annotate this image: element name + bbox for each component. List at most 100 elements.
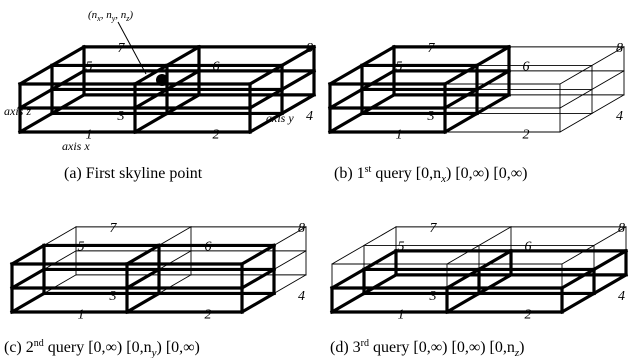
cell-number-4: 4 [616,109,623,124]
grid-edge [442,63,480,87]
cell-number-7: 7 [118,41,126,56]
grid-edge [164,44,202,68]
skyline-point-marker [156,74,168,86]
cell-number-5: 5 [398,240,405,255]
grid-edge [474,68,512,92]
grid-edge [363,226,397,247]
cell-number-6: 6 [205,240,212,255]
grid-edge [593,226,627,247]
cell-number-8: 8 [618,221,625,236]
panel-b-caption: (b) 1st query [0,nx) [0,∞) [0,∞) [334,164,527,185]
grid-edge [559,64,593,85]
panel-d-caption: (d) 3rd query [0,∞) [0,∞) [0,nz) [330,338,525,358]
grid-edge [49,68,87,92]
grid-edge [359,44,397,68]
grid-edge [476,272,514,296]
grid-edge [279,92,317,116]
cell-number-5: 5 [396,60,403,75]
cell-number-4: 4 [306,109,313,124]
grid-edge [591,272,629,296]
grid-edge [591,248,629,272]
grid-edge [327,87,365,111]
cell-number-7: 7 [428,41,436,56]
grid-edge [442,87,480,111]
grid-edge [359,92,397,116]
grid-edge [559,291,597,315]
grid-edge [561,244,595,265]
grid-edge [17,111,55,135]
grid-edge [9,243,47,267]
cell-number-3: 3 [109,289,117,304]
grid-edge [158,226,192,247]
grid-edge [124,291,162,315]
grid-edge [17,63,55,87]
grid-edge [9,291,47,315]
skyline-point-leader [117,21,147,75]
grid-edge [478,226,512,247]
panel-b: 1 2 3 4 5 6 7 8 (b) 1st query [0,nx) [0,∞) [0,∞… [327,41,625,185]
grid-edge [239,267,277,291]
grid-edge [158,250,192,271]
cell-number-2: 2 [523,128,530,143]
grid-edge [9,267,47,291]
panel-b-grid: 1 2 3 4 5 6 7 8 [327,41,625,143]
cell-number-5: 5 [78,240,85,255]
grid-edge [559,112,593,133]
grid-edge [273,226,307,247]
grid-edge [329,291,367,315]
cell-number-2: 2 [525,308,532,323]
cell-number-1: 1 [396,128,403,143]
grid-edge [361,248,399,272]
grid-edge [247,111,285,135]
axis-x-label: axis x [62,139,90,153]
grid-edge [331,244,365,265]
grid-edge [239,243,277,267]
cell-number-1: 1 [86,128,93,143]
grid-edge [591,46,625,67]
grid-edge [476,248,514,272]
grid-edge [359,68,397,92]
grid-edge [474,92,512,116]
grid-edge [444,267,482,291]
cell-number-3: 3 [429,289,437,304]
cell-number-5: 5 [86,60,93,75]
grid-edge [279,44,317,68]
axis-z-label: axis z [4,104,31,118]
grid-edge [327,111,365,135]
grid-edge [43,274,77,295]
grid-edge [247,63,285,87]
cell-number-2: 2 [213,128,220,143]
panel-a-caption: (a) First skyline point [64,165,203,182]
panel-c-caption: (c) 2nd query [0,∞) [0,ny) [0,∞) [4,338,200,358]
cell-number-3: 3 [427,109,435,124]
grid-edge [43,250,77,271]
grid-edge [132,63,170,87]
grid-edge [446,244,480,265]
grid-edge [474,44,512,68]
grid-edge [273,250,307,271]
grid-edge [239,291,277,315]
grid-edge [279,68,317,92]
grid-edge [329,267,367,291]
cell-number-6: 6 [213,60,220,75]
cell-number-7: 7 [430,221,438,236]
cell-number-6: 6 [523,60,530,75]
grid-edge [124,243,162,267]
cell-number-2: 2 [205,308,212,323]
cell-number-8: 8 [616,41,623,56]
cell-number-3: 3 [117,109,125,124]
skyline-point-label: (nx, ny, nz) [88,9,133,23]
grid-edge [327,63,365,87]
grid-edge [442,111,480,135]
grid-edge [43,226,77,247]
cell-number-4: 4 [298,289,305,304]
grid-edge [591,70,625,91]
grid-edge [158,274,192,295]
grid-edge [49,92,87,116]
